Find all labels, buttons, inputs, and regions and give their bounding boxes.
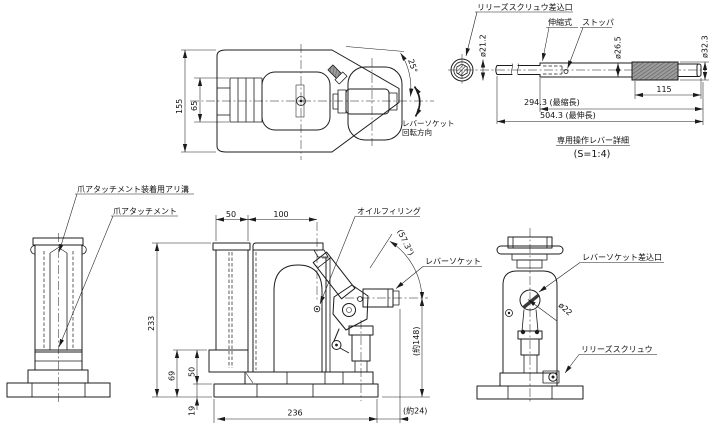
knurled-grip xyxy=(631,61,679,81)
telescopic-label: 伸縮式 xyxy=(548,17,572,27)
release-screw-port-label: リリーズスクリュウ差込口 xyxy=(477,2,573,12)
dim-retracted-length-label: 294.3 (最縮長) xyxy=(524,97,580,107)
dim-total-height-label: 233 xyxy=(147,316,156,331)
inclined-lever-socket xyxy=(312,251,356,300)
dim-base-length-label: 236 xyxy=(287,409,302,418)
rotation-direction-arrow xyxy=(413,86,422,117)
dim-socket-overhang-label: (約24) xyxy=(403,406,427,416)
stopper-label: ストッパ xyxy=(582,18,614,27)
dim-end-dia-label: ø32.3 xyxy=(701,35,710,58)
claw-attachment-label: 爪アタッチメント xyxy=(113,207,177,216)
dim-socket-height-label: (約148) xyxy=(411,326,421,356)
release-screw-label: リリーズスクリュウ xyxy=(581,344,653,354)
plan-view: 155 65 25° レバーソケット 回転方向 xyxy=(175,44,455,160)
dim-claw-step-height-label: 69 xyxy=(168,371,177,381)
dim-extended-length-label: 504.3 (最伸長) xyxy=(540,110,596,120)
lever-socket-port-label: レバーソケット差込口 xyxy=(582,252,662,262)
lever-detail-view: リリーズスクリュウ差込口 伸縮式 ストッパ ø21.2 ø26.5 ø32.3 … xyxy=(448,2,710,160)
dim-overall-width-label: 155 xyxy=(175,99,184,114)
lever-detail-scale: (S=1:4) xyxy=(574,149,611,160)
dim-hex-dia-label: ø21.2 xyxy=(479,34,488,57)
dim-claw-height-label: 50 xyxy=(188,367,197,377)
dim-claw-to-center-label: 100 xyxy=(273,210,288,219)
dim-base-thickness-label: 19 xyxy=(188,406,197,416)
dim-socket-angle-label: 25° xyxy=(406,58,419,74)
rotation-direction-label-2: 回転方向 xyxy=(402,127,432,137)
lever-detail-title: 専用操作レバー詳細 xyxy=(557,135,629,145)
oil-filling-label: オイルフィリング xyxy=(357,206,421,216)
dim-grip-length-label: 115 xyxy=(656,85,671,94)
oil-plug-stud xyxy=(327,64,348,85)
lever-socket-label: レバーソケット xyxy=(425,257,481,266)
dim-claw-width-label: 65 xyxy=(190,101,199,111)
rotation-direction-label-1: レバーソケット xyxy=(402,119,455,128)
dim-mid-dia-label: ø26.5 xyxy=(614,36,623,59)
side-view: 爪アタッチメント装着用アリ溝 爪アタッチメント xyxy=(6,184,194,403)
dovetail-groove-label: 爪アタッチメント装着用アリ溝 xyxy=(77,184,189,194)
dim-claw-depth-label: 50 xyxy=(226,210,236,219)
